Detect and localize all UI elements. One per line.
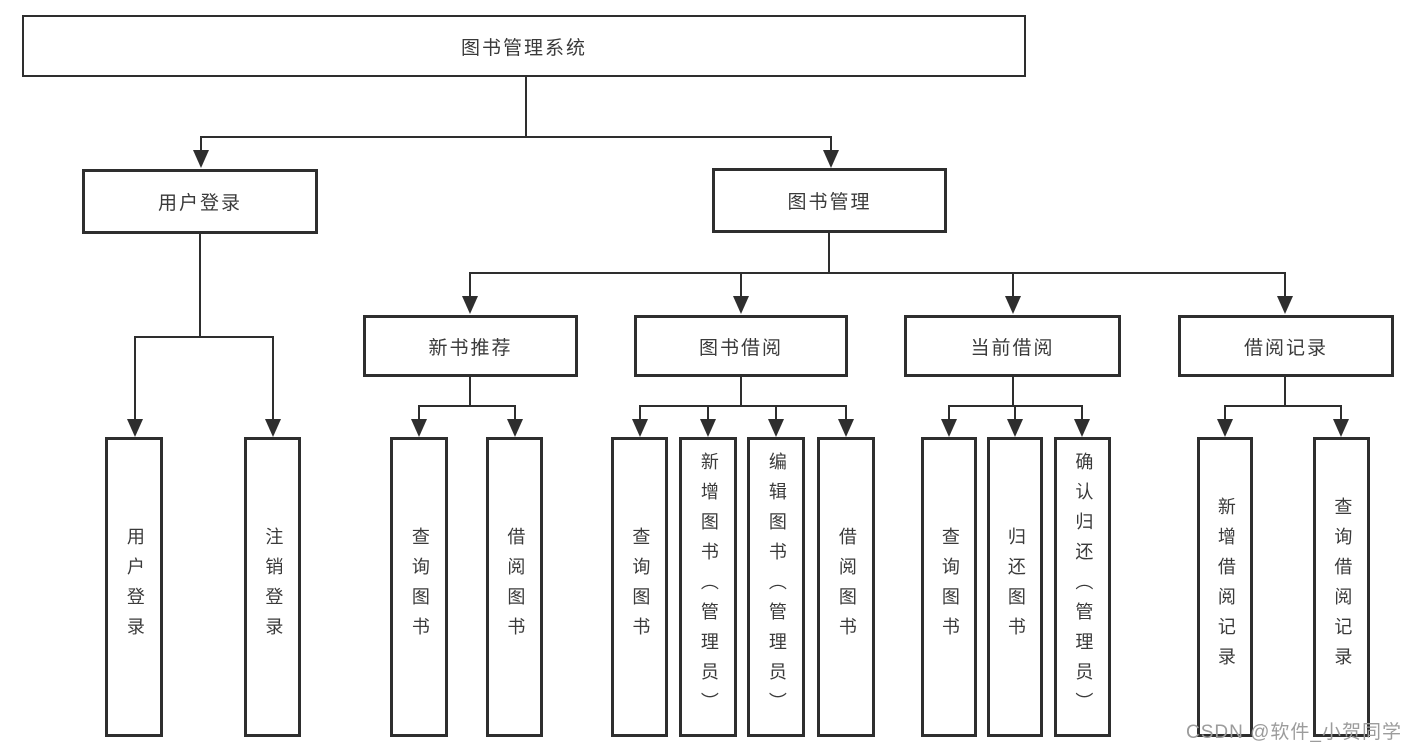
arrow-down-icon: [823, 150, 839, 168]
node-user-login: 用户登录: [82, 169, 318, 234]
connector-line: [1284, 272, 1286, 297]
leaf-bb-query-books-label: 查询图书: [630, 527, 651, 647]
node-root: 图书管理系统: [22, 15, 1026, 77]
leaf-br-query-record-label: 查询借阅记录: [1332, 497, 1353, 677]
node-current-borrow: 当前借阅: [904, 315, 1121, 377]
connector-line: [200, 136, 831, 138]
arrow-down-icon: [632, 419, 648, 437]
connector-line: [418, 405, 420, 420]
leaf-cb-return-books-label: 归还图书: [1005, 527, 1026, 647]
connector-line: [200, 136, 202, 151]
connector-line: [740, 377, 742, 406]
connector-line: [469, 272, 1285, 274]
leaf-user-login: 用户登录: [105, 437, 163, 737]
leaf-rec-borrow-books: 借阅图书: [486, 437, 543, 737]
arrow-down-icon: [733, 296, 749, 314]
leaf-cb-confirm-return: 确认归还（管理员）: [1054, 437, 1111, 737]
leaf-br-query-record: 查询借阅记录: [1313, 437, 1370, 737]
node-user-login-label: 用户登录: [157, 193, 242, 214]
arrow-down-icon: [941, 419, 957, 437]
leaf-bb-edit-books-label: 编辑图书（管理员）: [766, 452, 787, 722]
connector-line: [514, 405, 516, 420]
node-book-borrow-label: 图书借阅: [698, 337, 783, 359]
connector-line: [1012, 377, 1014, 406]
connector-line: [830, 136, 832, 151]
connector-line: [525, 77, 527, 138]
connector-line: [1014, 405, 1016, 420]
connector-line: [199, 234, 201, 338]
node-borrow-records: 借阅记录: [1178, 315, 1394, 377]
connector-line: [707, 405, 709, 420]
connector-line: [272, 336, 274, 420]
arrow-down-icon: [1007, 419, 1023, 437]
arrow-down-icon: [768, 419, 784, 437]
arrow-down-icon: [462, 296, 478, 314]
leaf-rec-query-books: 查询图书: [390, 437, 448, 737]
connector-line: [1224, 405, 1342, 407]
arrow-down-icon: [127, 419, 143, 437]
connector-line: [639, 405, 641, 420]
leaf-bb-add-books-label: 新增图书（管理员）: [698, 452, 719, 722]
connector-line: [469, 272, 471, 297]
connector-line: [1081, 405, 1083, 420]
node-borrow-records-label: 借阅记录: [1243, 337, 1328, 359]
leaf-bb-borrow-books-label: 借阅图书: [836, 527, 857, 647]
connector-line: [1012, 272, 1014, 297]
node-book-management: 图书管理: [712, 168, 947, 233]
leaf-user-login-label: 用户登录: [124, 527, 145, 647]
arrow-down-icon: [1333, 419, 1349, 437]
connector-line: [1224, 405, 1226, 420]
leaf-rec-borrow-books-label: 借阅图书: [505, 527, 526, 647]
connector-line: [134, 336, 136, 420]
connector-line: [1284, 377, 1286, 406]
leaf-logout-label: 注销登录: [263, 527, 284, 647]
leaf-bb-borrow-books: 借阅图书: [817, 437, 875, 737]
connector-line: [1340, 405, 1342, 420]
node-new-book-recommend: 新书推荐: [363, 315, 578, 377]
leaf-cb-return-books: 归还图书: [987, 437, 1043, 737]
leaf-cb-query-books-label: 查询图书: [939, 527, 960, 647]
connector-line: [418, 405, 516, 407]
leaf-bb-query-books: 查询图书: [611, 437, 668, 737]
connector-line: [845, 405, 847, 420]
connector-line: [828, 233, 830, 274]
arrow-down-icon: [265, 419, 281, 437]
csdn-watermark: CSDN @软件_小贺同学: [1186, 722, 1402, 743]
connector-line: [948, 405, 950, 420]
arrow-down-icon: [193, 150, 209, 168]
leaf-cb-confirm-return-label: 确认归还（管理员）: [1073, 452, 1094, 722]
node-current-borrow-label: 当前借阅: [970, 337, 1055, 359]
node-new-book-recommend-label: 新书推荐: [428, 337, 513, 359]
node-book-management-label: 图书管理: [787, 192, 872, 213]
leaf-bb-add-books: 新增图书（管理员）: [679, 437, 737, 737]
connector-line: [740, 272, 742, 297]
connector-line: [639, 405, 847, 407]
node-book-borrow: 图书借阅: [634, 315, 848, 377]
leaf-cb-query-books: 查询图书: [921, 437, 977, 737]
leaf-br-add-record: 新增借阅记录: [1197, 437, 1253, 737]
arrow-down-icon: [1217, 419, 1233, 437]
connector-line: [775, 405, 777, 420]
arrow-down-icon: [1005, 296, 1021, 314]
arrow-down-icon: [700, 419, 716, 437]
leaf-bb-edit-books: 编辑图书（管理员）: [747, 437, 805, 737]
connector-line: [134, 336, 274, 338]
arrow-down-icon: [507, 419, 523, 437]
leaf-logout: 注销登录: [244, 437, 301, 737]
arrow-down-icon: [1277, 296, 1293, 314]
connector-line: [469, 377, 471, 406]
leaf-br-add-record-label: 新增借阅记录: [1215, 497, 1236, 677]
node-root-label: 图书管理系统: [460, 37, 587, 59]
arrow-down-icon: [838, 419, 854, 437]
arrow-down-icon: [411, 419, 427, 437]
leaf-rec-query-books-label: 查询图书: [409, 527, 430, 647]
arrow-down-icon: [1074, 419, 1090, 437]
